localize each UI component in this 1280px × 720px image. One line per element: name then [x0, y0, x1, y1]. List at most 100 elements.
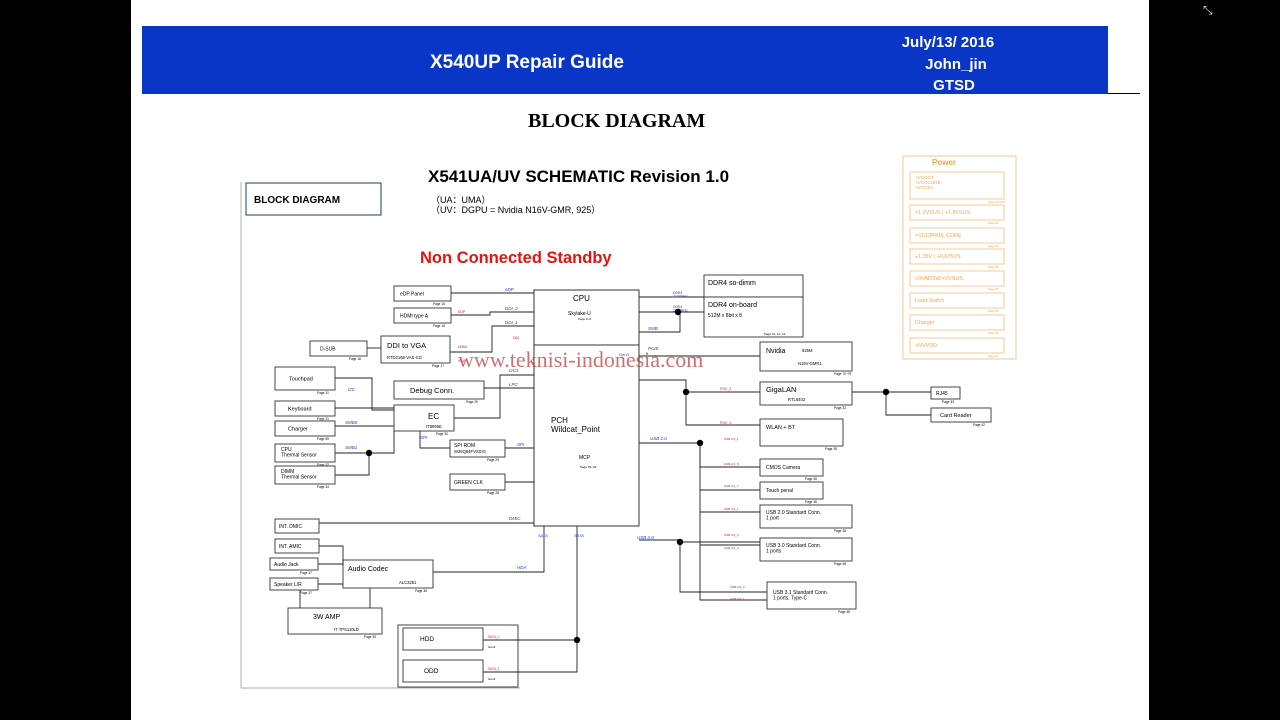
- usb30-page: Page 48: [834, 562, 846, 566]
- cpu-thermal-page: Page 32: [317, 463, 329, 467]
- watermark: www.teknisi-indonesia.com: [458, 347, 703, 372]
- spi-rom-box: [449, 439, 506, 458]
- schematic-sub1: （UA：UMA）: [431, 195, 491, 205]
- hdd-page: Gen3: [488, 645, 496, 649]
- banner-rule: [1108, 93, 1140, 94]
- speaker-page: Page 37: [300, 591, 312, 595]
- sig-smb: SMB: [648, 326, 658, 331]
- cpu-sub: Skylake-U: [568, 311, 591, 317]
- frame-line: [240, 182, 520, 689]
- block-diagram-box: [245, 182, 382, 216]
- power-item-box: [909, 270, 1005, 287]
- slide-page: [131, 0, 1149, 720]
- green-clk-label: GREEN CLK: [454, 480, 484, 486]
- schematic-title: X541UA/UV SCHEMATIC Revision 1.0: [428, 167, 729, 186]
- connector-line: [639, 442, 760, 468]
- connector-line: [639, 539, 767, 593]
- power-item-box: [909, 227, 1005, 244]
- sig-usb-c: USB 2.0_7: [724, 484, 739, 488]
- cmos-label: CMOS Camera: [766, 465, 800, 471]
- sig-sata-b: SATA_1: [488, 667, 500, 671]
- standby-label: Non Connected Standby: [420, 249, 612, 267]
- header-author: John_jin: [925, 56, 987, 73]
- gigalan-label: GigaLAN: [766, 385, 796, 394]
- block-diagram-label: BLOCK DIAGRAM: [254, 195, 340, 206]
- hdmi-page: Page 16: [433, 324, 445, 328]
- pch-sub: MCP: [579, 455, 591, 461]
- junction-dot: [682, 388, 690, 396]
- sig-sata-a: SATA_0: [488, 635, 500, 639]
- ddr4-sodimm-label: DDR4 so-dimm: [708, 280, 756, 287]
- edp-page: Page 16: [433, 302, 445, 306]
- expand-icon[interactable]: ⤡: [1203, 3, 1213, 17]
- spi-rom-page: Page 29: [487, 458, 499, 462]
- keyboard-label: Keyboard: [288, 407, 312, 413]
- audio-codec-sub: ALC3251: [399, 580, 417, 585]
- sig-usb-f: USB 3.0_3: [724, 546, 739, 550]
- power-item-page: Page 80 & 81: [988, 200, 1005, 204]
- page-heading: BLOCK DIAGRAM: [528, 110, 706, 132]
- usb20-page: Page 48: [834, 529, 846, 533]
- nvidia-page: Page 70~79: [834, 372, 852, 376]
- touchpad-page: Page 31: [317, 391, 329, 395]
- audio-codec-label: Audio Codec: [348, 566, 389, 573]
- power-item-page: Page 87: [988, 287, 999, 291]
- odd-page: Gen3: [488, 677, 496, 681]
- int-amic-label: INT. AMIC: [279, 544, 302, 550]
- rj45-label: RJ45: [936, 391, 948, 397]
- charger-box: [274, 420, 336, 437]
- connector-line: [433, 526, 545, 573]
- power-item-label: +NVVDD: [915, 343, 937, 349]
- usb20-label: USB 2.0 Standard Conn.1 port: [766, 510, 821, 522]
- usb30-label: USB 3.0 Standard Conn.1 ports: [766, 543, 821, 555]
- usb20-box: [759, 504, 853, 529]
- junction-dot: [573, 636, 581, 644]
- power-item-box: [909, 337, 1005, 354]
- dimm-thermal-page: Page 34: [317, 485, 329, 489]
- amp-page: Page 35: [364, 635, 376, 639]
- nvidia-sub: N16V-GMR1: [798, 361, 822, 366]
- power-item-page: Page 85: [988, 265, 999, 269]
- connector-line: [885, 392, 931, 416]
- guide-title: X540UP Repair Guide: [430, 52, 624, 73]
- hdd-box: [402, 627, 484, 651]
- charger-page: Page 89: [317, 437, 329, 441]
- ddr4-onboard-box: [703, 296, 804, 338]
- sig-spi: SPI: [517, 442, 525, 447]
- edp-label: eDP Panel: [400, 292, 424, 298]
- ec-box: [393, 404, 455, 432]
- amp-label: 3W AMP: [313, 614, 341, 621]
- spi-rom-label: SPI ROM: [454, 443, 475, 449]
- sig-spi-ec: SPI: [420, 435, 428, 440]
- connector-line: [451, 311, 534, 316]
- sig-red-ddi: DDI: [513, 336, 519, 340]
- ec-page: Page 30: [436, 432, 448, 436]
- sig-red-edp: EDP: [458, 310, 466, 314]
- amp-box: [287, 607, 383, 635]
- connector-line: [319, 545, 344, 566]
- int-dmic-box: [274, 518, 320, 534]
- nvidia-box: [759, 341, 853, 372]
- power-item-label: +1.35V / +0.675VS: [915, 254, 961, 260]
- wlan-box: [759, 418, 844, 447]
- connector-line: [639, 379, 760, 426]
- green-clk-page: Page 28: [487, 491, 499, 495]
- card-reader-page: Page 42: [973, 423, 985, 427]
- touch-panel-box: [759, 481, 824, 500]
- speaker-label: Speaker L/R: [274, 582, 302, 588]
- debug-page: Page 29: [466, 400, 478, 404]
- sig-usb-h: USB 3.0_1: [730, 597, 745, 601]
- sig-usb-a: USB 2.0_1: [724, 437, 739, 441]
- connector-line: [483, 526, 578, 641]
- header-banner: [142, 26, 1108, 94]
- audio-jack-page: Page 37: [300, 571, 312, 575]
- audio-codec-box: [342, 559, 434, 589]
- usb31-box: [766, 581, 857, 610]
- power-item-page: Page 84: [988, 244, 999, 248]
- power-item-label: +1.0VSUS / +1.8VSUS: [915, 210, 971, 216]
- sig-usb20: USB 2.0: [650, 436, 667, 441]
